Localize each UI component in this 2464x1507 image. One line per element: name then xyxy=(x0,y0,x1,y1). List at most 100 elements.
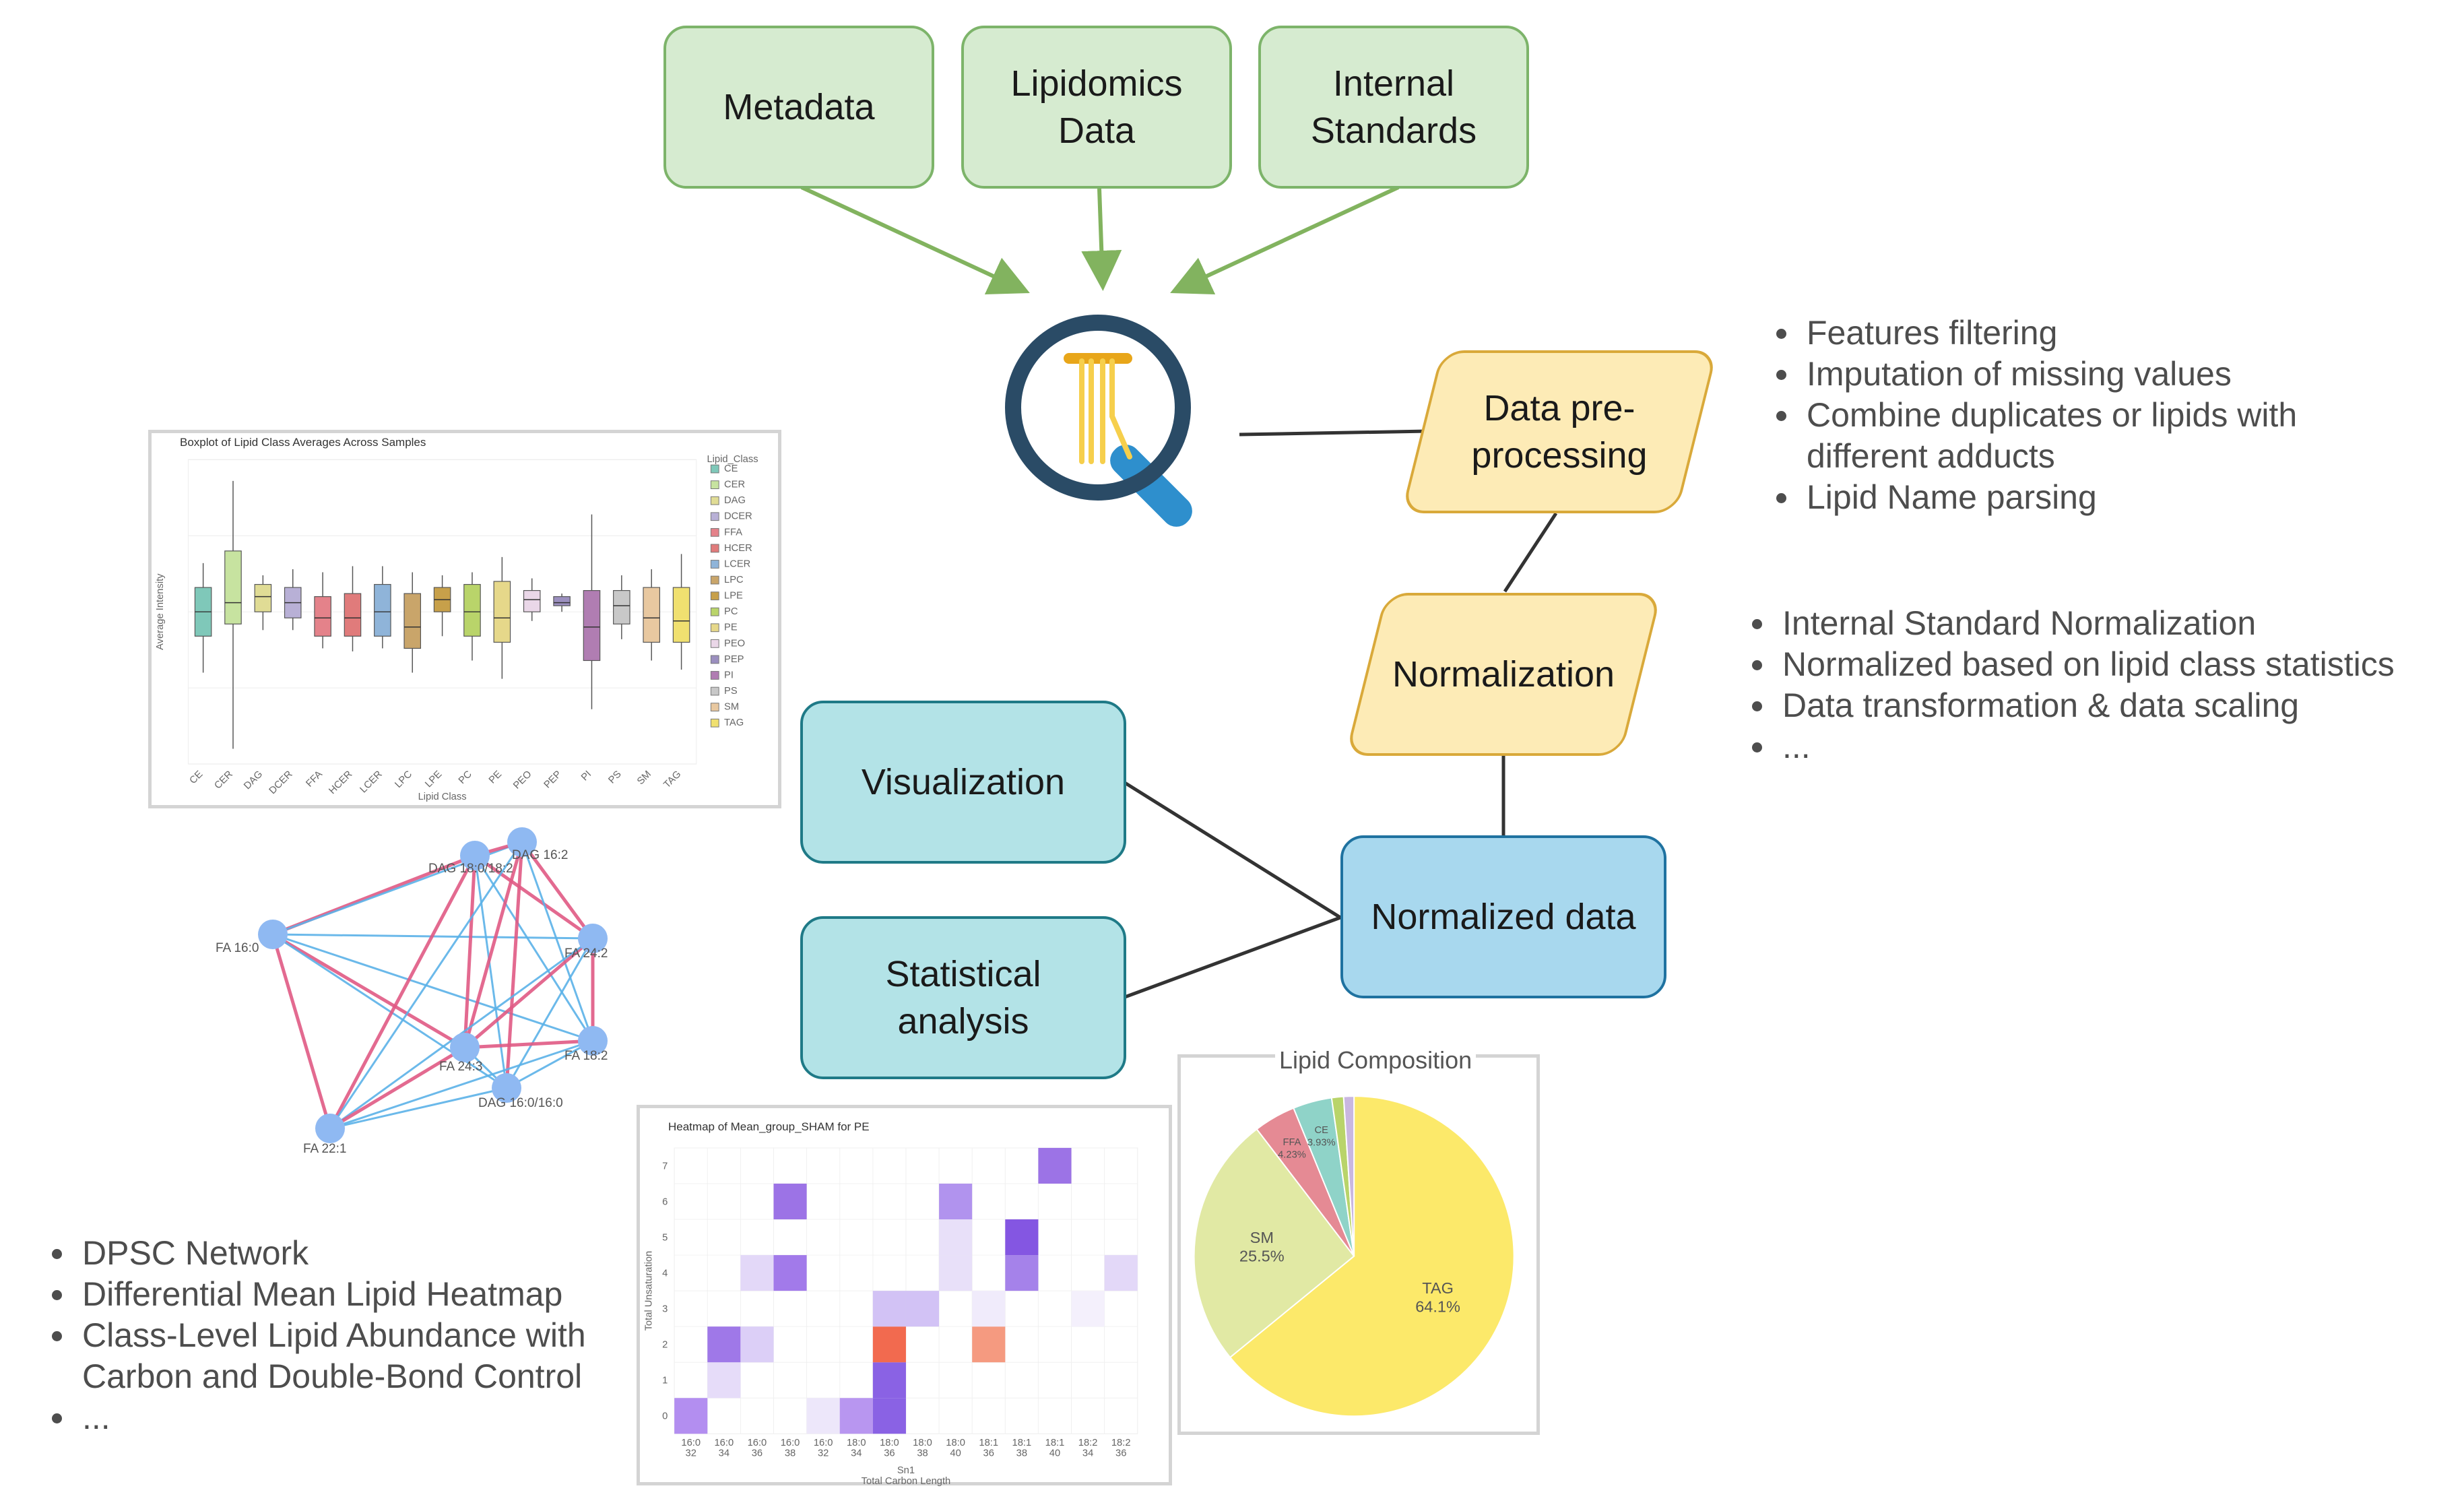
network-node-label: DAG 18:0/18:2 xyxy=(428,862,513,876)
network-edge xyxy=(463,937,594,1049)
heatmap-xtick: 16:0 xyxy=(681,1438,701,1448)
heatmap-xtick: 18:0 xyxy=(880,1438,899,1448)
network-edge xyxy=(329,841,523,1129)
boxplot-legend-label: DCER xyxy=(724,511,752,522)
network-edge xyxy=(521,841,594,1041)
heatmap-xlabel: Total Carbon Length xyxy=(862,1476,951,1487)
heatmap-cell xyxy=(1104,1255,1138,1291)
heatmap-ytick: 3 xyxy=(662,1304,668,1315)
normalization-label: Normalization xyxy=(1392,653,1615,695)
heatmap-ytick: 6 xyxy=(662,1196,668,1207)
boxplot-box xyxy=(672,587,690,643)
visualization-label: Visualization xyxy=(861,761,1066,802)
network-edge xyxy=(520,841,595,940)
boxplot-xtick: PE xyxy=(487,769,504,785)
boxplot-legend-swatch xyxy=(710,671,719,680)
boxplot-legend-label: TAG xyxy=(724,717,744,728)
heatmap-ytick: 2 xyxy=(662,1340,668,1351)
visualization-bullets: DPSC Network Differential Mean Lipid Hea… xyxy=(34,1233,670,1438)
network-edge xyxy=(474,854,594,940)
bullet-item: Normalized based on lipid class statisti… xyxy=(1777,644,2464,685)
boxplot-xtick: PEP xyxy=(542,769,564,790)
metadata-box: Metadata xyxy=(663,26,934,189)
network-node-label: DAG 16:0/16:0 xyxy=(478,1096,563,1110)
network-node-label: FA 24:2 xyxy=(564,947,608,961)
pie-slice-label: SM xyxy=(1250,1229,1274,1246)
pie-slice-label: CE xyxy=(1315,1125,1329,1136)
network-node-label: FA 16:0 xyxy=(216,941,259,955)
heatmap-xlabel: Sn1 xyxy=(897,1465,915,1476)
statistical-analysis-label: Statistical analysis xyxy=(885,953,1041,1041)
boxplot-legend-label: PE xyxy=(724,622,738,633)
boxplot-legend-label: LPE xyxy=(724,591,743,602)
network-node-label: FA 18:2 xyxy=(564,1049,608,1063)
network-edge xyxy=(328,854,477,1130)
network-node xyxy=(507,827,537,857)
network-node xyxy=(315,1114,345,1143)
heatmap-cell xyxy=(1005,1219,1039,1256)
boxplot-legend-swatch xyxy=(710,464,719,474)
pie-slice xyxy=(1342,1095,1355,1256)
heatmap-xtick: 40 xyxy=(1049,1448,1060,1459)
network-node xyxy=(450,1033,480,1062)
heatmap-cell xyxy=(939,1183,973,1220)
network-node-label: DAG 16:2 xyxy=(512,848,568,862)
boxplot-xtick: LPE xyxy=(423,769,444,790)
boxplot-xlabel: Lipid Class xyxy=(418,792,467,802)
boxplot-box xyxy=(314,596,331,637)
heatmap-cell xyxy=(839,1398,873,1434)
boxplot-box xyxy=(613,589,630,624)
boxplot-legend-label: PEP xyxy=(724,654,744,665)
boxplot-box xyxy=(254,583,272,612)
network-edge xyxy=(464,1039,593,1050)
bullet-item: Class-Level Lipid Abundance with Carbon … xyxy=(77,1315,670,1397)
heatmap-cell xyxy=(972,1326,1006,1363)
heatmap-xtick: 34 xyxy=(851,1448,862,1459)
heatmap-cell xyxy=(872,1291,906,1327)
heatmap-ytick: 7 xyxy=(662,1161,668,1172)
boxplot-legend-label: PS xyxy=(724,686,738,697)
boxplot-xtick: DAG xyxy=(242,769,265,792)
boxplot-box xyxy=(224,550,242,624)
bullet-item: Imputation of missing values xyxy=(1801,354,2367,395)
heatmap-xtick: 36 xyxy=(983,1448,994,1459)
boxplot-legend-label: PC xyxy=(724,606,738,617)
heatmap-xtick: 34 xyxy=(719,1448,730,1459)
network-edge xyxy=(506,1039,593,1089)
heatmap-cell xyxy=(773,1183,807,1220)
heatmap-chart: 0123456716:03216:03416:03616:03816:03218… xyxy=(644,1147,1138,1487)
heatmap-cell xyxy=(740,1326,774,1363)
heatmap-xtick: 32 xyxy=(686,1448,696,1459)
boxplot-box xyxy=(493,581,511,643)
bullet-item: DPSC Network xyxy=(77,1233,670,1274)
heatmap-cell xyxy=(740,1255,774,1291)
boxplot-legend-swatch xyxy=(710,544,719,553)
boxplot-box xyxy=(643,587,661,643)
heatmap-xtick: 18:0 xyxy=(847,1438,866,1448)
arrow-metadata xyxy=(800,185,1030,295)
heatmap-ytick: 1 xyxy=(662,1376,668,1386)
boxplot-legend-swatch xyxy=(710,607,719,616)
pie-slice xyxy=(1229,1095,1515,1417)
boxplot-legend-label: CER xyxy=(724,480,745,490)
heatmap-cell xyxy=(872,1326,906,1363)
network-node xyxy=(460,841,490,870)
boxplot-xtick: CER xyxy=(213,769,235,791)
heatmap-xtick: 34 xyxy=(1082,1448,1093,1459)
heatmap-xtick: 16:0 xyxy=(714,1438,734,1448)
boxplot-box xyxy=(583,589,601,662)
heatmap-xtick: 36 xyxy=(1115,1448,1126,1459)
heatmap-cell xyxy=(872,1362,906,1399)
boxplot-legend-swatch xyxy=(710,480,719,489)
heatmap-ytick: 5 xyxy=(662,1232,668,1243)
boxplot-xtick: LCER xyxy=(358,769,385,795)
heatmap-xtick: 38 xyxy=(785,1448,796,1459)
internal-standards-label: Internal Standards xyxy=(1310,63,1477,151)
boxplot-legend-swatch xyxy=(710,718,719,728)
pie-slice-value: 25.5% xyxy=(1239,1247,1285,1264)
heatmap-cell xyxy=(773,1255,807,1291)
bullet-item: Features filtering xyxy=(1801,313,2367,354)
boxplot-legend-label: SM xyxy=(724,702,739,713)
